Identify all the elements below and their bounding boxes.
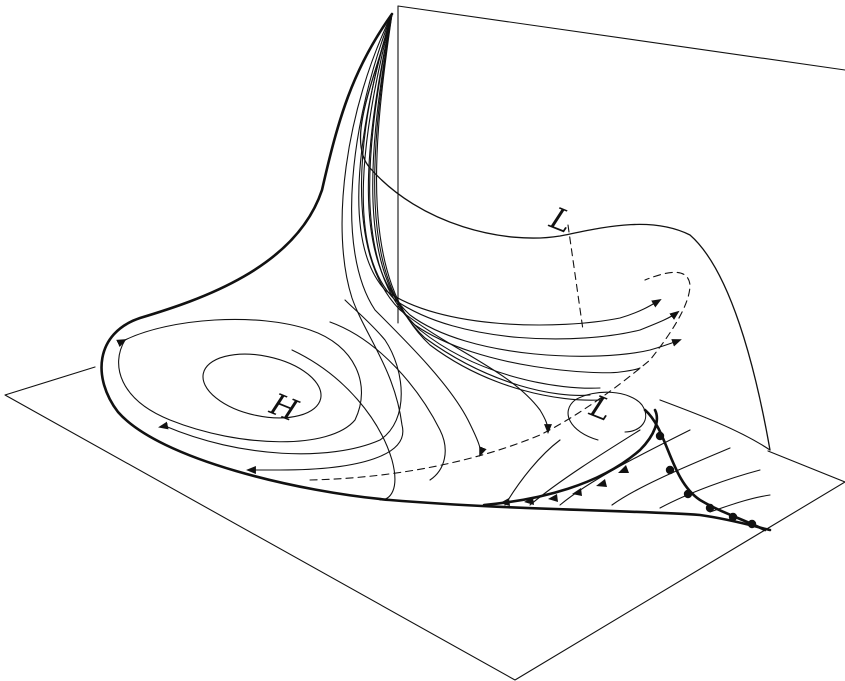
vertical-back-frame bbox=[398, 6, 845, 323]
descending-streamlines bbox=[248, 14, 680, 500]
high-pressure-isobars bbox=[119, 300, 402, 454]
cold-front bbox=[484, 410, 657, 506]
upper-low-label: L bbox=[544, 201, 577, 241]
ground-plane bbox=[5, 367, 845, 680]
trough-lines bbox=[310, 225, 690, 480]
high-pressure-label: H bbox=[264, 387, 303, 430]
